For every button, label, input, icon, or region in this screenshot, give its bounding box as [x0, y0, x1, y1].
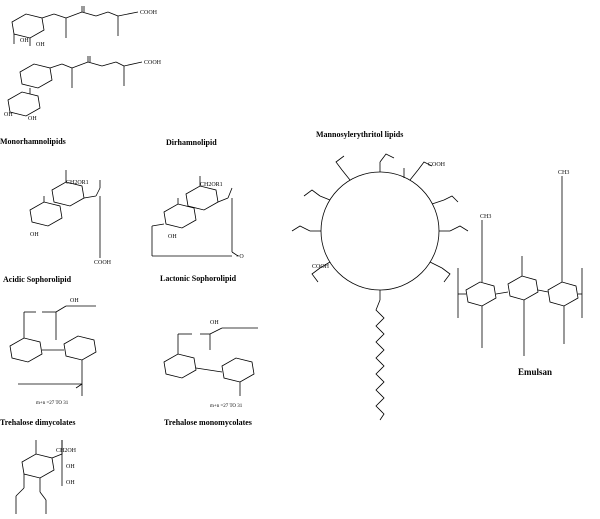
atom-label: CH2OH: [56, 448, 77, 454]
monorhamnolipid-structure: [11, 6, 139, 46]
emulsan-structure: [457, 176, 583, 356]
note-dimycolate-range: m+n =27 TO 31: [36, 401, 69, 406]
label-monorhamnolipids: Monorhamnolipids: [0, 137, 66, 146]
label-acidic-sophorolipid: Acidic Sophorolipid: [3, 275, 72, 284]
label-emulsan: Emulsan: [518, 367, 553, 377]
dirhamnolipid-structure: [7, 56, 143, 117]
atom-label: CH3: [480, 214, 491, 220]
atom-label: OH: [70, 298, 79, 304]
atom-label: OH: [28, 116, 37, 122]
label-lactonic-sophorolipid: Lactonic Sophorolipid: [160, 274, 237, 283]
atom-label: COOH: [428, 162, 446, 168]
label-trehalose-dimycolates: Trehalose dimycolates: [0, 418, 76, 427]
mannosylerythritol-structure: [291, 153, 469, 421]
atom-label: CH3: [558, 170, 569, 176]
atom-label: CH2OR1: [66, 180, 89, 186]
atom-label: COOH: [312, 264, 330, 270]
label-dirhamnolipid: Dirhamnolipid: [166, 138, 217, 147]
atom-label: OH: [36, 42, 45, 48]
atom-label: OH: [20, 38, 29, 44]
atom-label: OH: [66, 480, 75, 486]
atom-label: COOH: [94, 260, 112, 266]
atom-label: OH: [4, 112, 13, 118]
bottom-glycolipid-structure: [15, 440, 63, 514]
label-mannosylerythritol: Mannosylerythritol lipids: [316, 130, 404, 139]
atom-label: COOH: [140, 10, 158, 16]
trehalose-dimycolates-structure: [9, 305, 97, 396]
atom-label: OH: [168, 234, 177, 240]
label-trehalose-monomycolates: Trehalose monomycolates: [164, 418, 252, 427]
atom-label: COOH: [144, 60, 162, 66]
atom-label: OH: [66, 464, 75, 470]
lactonic-sophorolipid-structure: [151, 176, 239, 257]
atom-label: CH2OR1: [200, 182, 223, 188]
atom-label: OH: [210, 320, 219, 326]
acidic-sophorolipid-structure: [29, 170, 101, 258]
note-monomycolate-range: m+n =27 TO 31: [210, 404, 243, 409]
atom-label: =O: [236, 254, 244, 260]
trehalose-monomycolates-structure: [163, 327, 258, 396]
atom-label: OH: [30, 232, 39, 238]
